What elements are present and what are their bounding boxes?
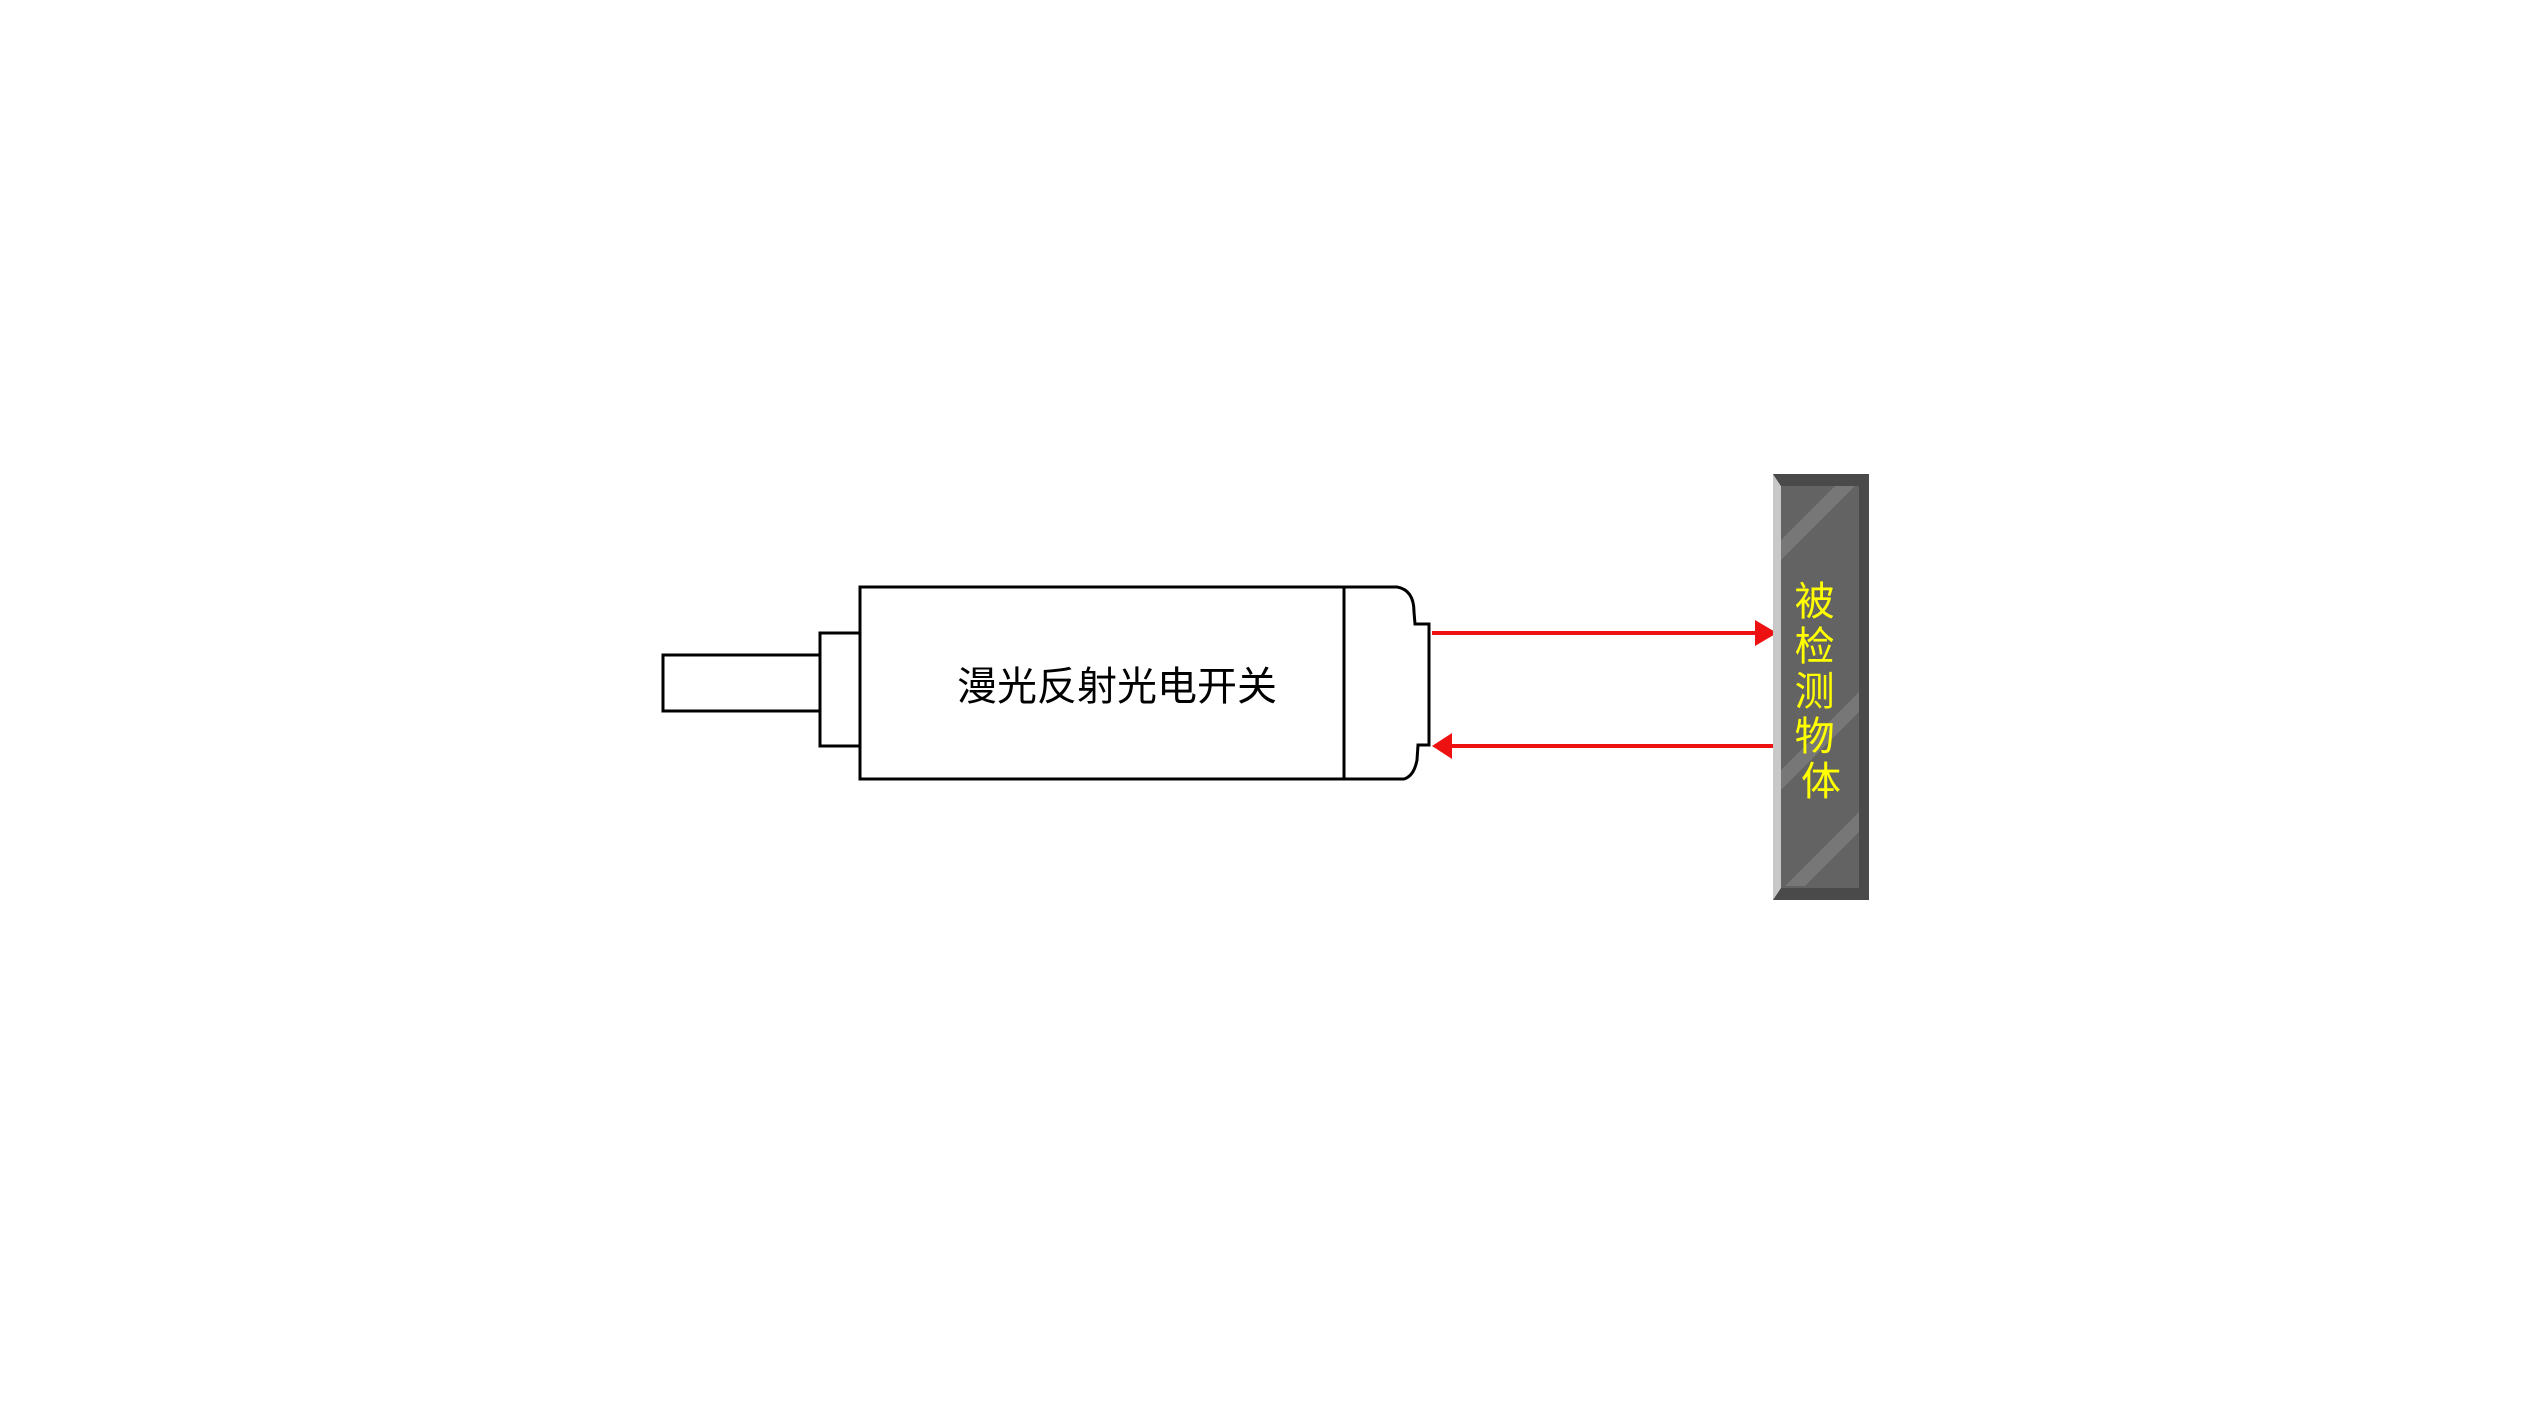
lens-cap [1342,585,1431,781]
sensor-body [858,585,1346,781]
emitted-beam [1432,620,1777,646]
detected-object: 被 检 测 物 体 [1773,474,1869,900]
object-label: 被 检 测 物 体 [1795,579,1848,805]
photoelectric-switch [661,585,1431,781]
arrowhead-left-icon [1432,733,1452,759]
sensor-label: 漫光反射光电开关 [957,664,1277,710]
cable [661,653,822,713]
reflected-beam [1432,733,1777,759]
arrowhead-right-icon [1755,620,1777,646]
collar [818,631,862,748]
